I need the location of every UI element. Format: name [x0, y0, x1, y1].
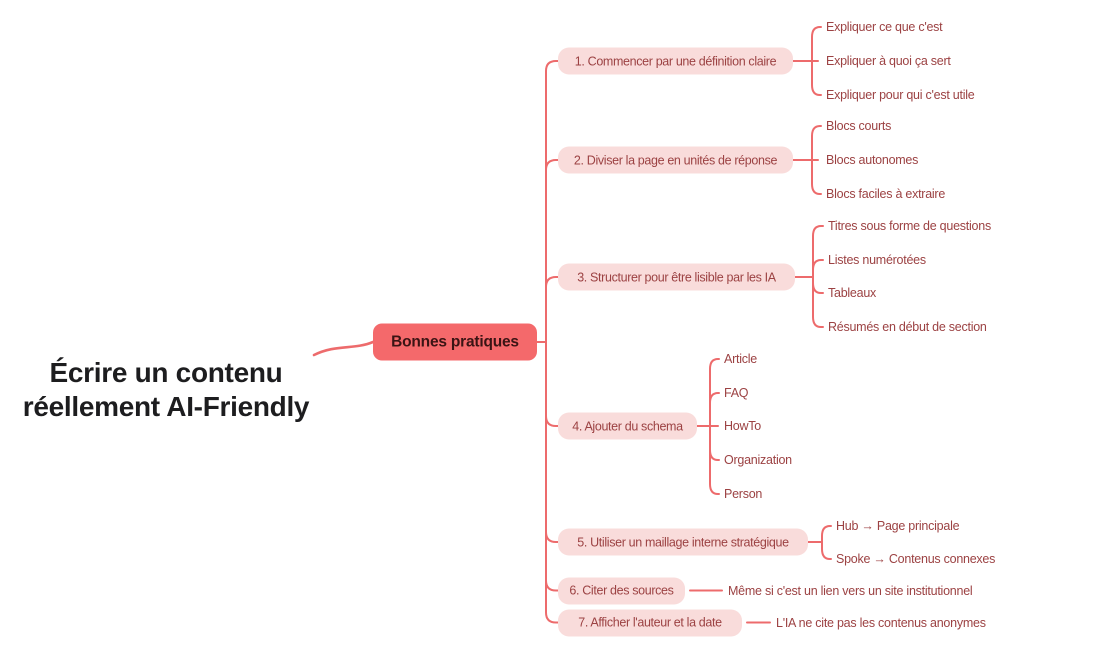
- branch-node-1[interactable]: 1. Commencer par une définition claire: [558, 47, 793, 75]
- leaf-node[interactable]: Titres sous forme de questions: [828, 219, 991, 233]
- leaf-node[interactable]: HowTo: [724, 419, 761, 433]
- branch-node-3[interactable]: 3. Structurer pour être lisible par les …: [558, 263, 795, 291]
- branch-node-7[interactable]: 7. Afficher l'auteur et la date: [558, 609, 742, 636]
- leaf-node[interactable]: Expliquer pour qui c'est utile: [826, 88, 975, 102]
- leaf-node[interactable]: Organization: [724, 453, 792, 467]
- root-topic[interactable]: Écrire un contenu réellement AI-Friendly: [22, 357, 310, 422]
- leaf-node[interactable]: Résumés en début de section: [828, 320, 987, 334]
- leaf-node[interactable]: Expliquer ce que c'est: [826, 20, 943, 34]
- branch-node-5[interactable]: 5. Utiliser un maillage interne stratégi…: [558, 528, 808, 556]
- leaf-node[interactable]: Expliquer à quoi ça sert: [826, 54, 951, 68]
- central-node[interactable]: Bonnes pratiques: [373, 323, 537, 361]
- leaf-node[interactable]: Blocs faciles à extraire: [826, 187, 946, 201]
- branch-node-4[interactable]: 4. Ajouter du schema: [558, 412, 697, 440]
- leaf-node[interactable]: Tableaux: [828, 286, 877, 300]
- leaf-node[interactable]: Article: [724, 352, 757, 366]
- branch-node-2[interactable]: 2. Diviser la page en unités de réponse: [558, 146, 793, 174]
- leaf-node[interactable]: FAQ: [724, 386, 749, 400]
- leaf-node[interactable]: Blocs courts: [826, 119, 892, 133]
- leaf-node[interactable]: Person: [724, 487, 763, 501]
- leaf-node[interactable]: Même si c'est un lien vers un site insti…: [728, 583, 973, 598]
- branch-node-6[interactable]: 6. Citer des sources: [558, 577, 685, 604]
- leaf-node[interactable]: Blocs autonomes: [826, 153, 919, 167]
- leaf-node[interactable]: Listes numérotées: [828, 253, 926, 267]
- leaf-node[interactable]: Spoke → Contenus connexes: [836, 552, 996, 566]
- leaf-node[interactable]: Hub → Page principale: [836, 519, 960, 533]
- leaf-node[interactable]: L'IA ne cite pas les contenus anonymes: [776, 615, 986, 630]
